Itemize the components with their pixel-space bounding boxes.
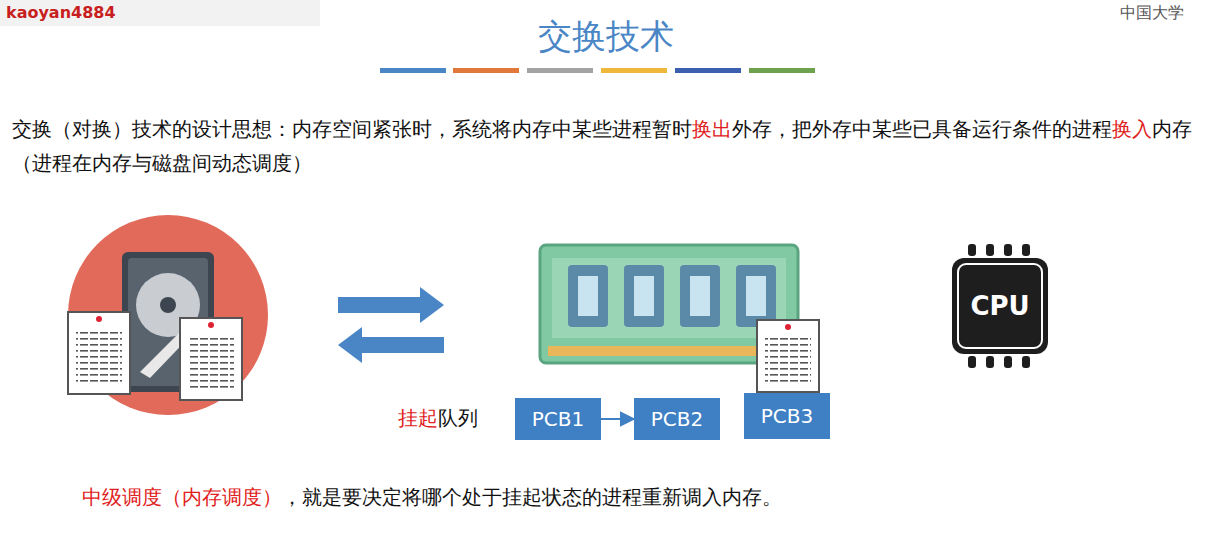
queue-label: 挂起: [398, 406, 438, 430]
description-text: 交换（对换）技术的设计思想：内存空间紧张时，系统将内存中某些进程暂时: [12, 117, 692, 141]
pcb-label: PCB3: [761, 404, 813, 428]
queue-link: [601, 418, 634, 420]
keyword: 换入: [1112, 117, 1152, 141]
pcb-box: PCB3: [744, 393, 830, 439]
cpu-label: CPU: [970, 291, 1029, 321]
logo-text: 中国大学: [1120, 3, 1184, 24]
queue-label: 队列: [438, 406, 478, 430]
pcb-box: PCB2: [634, 398, 720, 440]
para-text-group: 交换（对换）技术的设计思想：内存空间紧张时，系统将内存中某些进程暂时换出外存，把…: [12, 112, 1202, 180]
cpu-icon: [938, 244, 1062, 544]
pcb-label: PCB1: [532, 407, 584, 431]
document-icon: [757, 320, 819, 392]
bottom-text-group: 中级调度（内存调度），就是要决定将哪个处于挂起状态的进程重新调入内存。: [82, 482, 782, 512]
queue-text-group: 挂起队列: [398, 404, 478, 432]
watermark: kaoyan4884: [6, 3, 116, 22]
slide-title: 交换技术: [0, 14, 1212, 60]
keyword: 中级调度（内存调度）: [82, 485, 282, 509]
document-icon: [180, 318, 242, 400]
title-bars: [380, 68, 815, 73]
watermark-bar: [0, 0, 320, 26]
keyword: 换出: [692, 117, 732, 141]
description-text: ，就是要决定将哪个处于挂起状态的进程重新调入内存。: [282, 485, 782, 509]
document-icon: [68, 312, 130, 394]
pcb-box: PCB1: [515, 398, 601, 440]
description-text: 外存，把外存中某些已具备运行条件的进程: [732, 117, 1112, 141]
swap-arrows: [338, 287, 444, 363]
disk-icon: [68, 215, 268, 415]
pcb-label: PCB2: [651, 407, 703, 431]
